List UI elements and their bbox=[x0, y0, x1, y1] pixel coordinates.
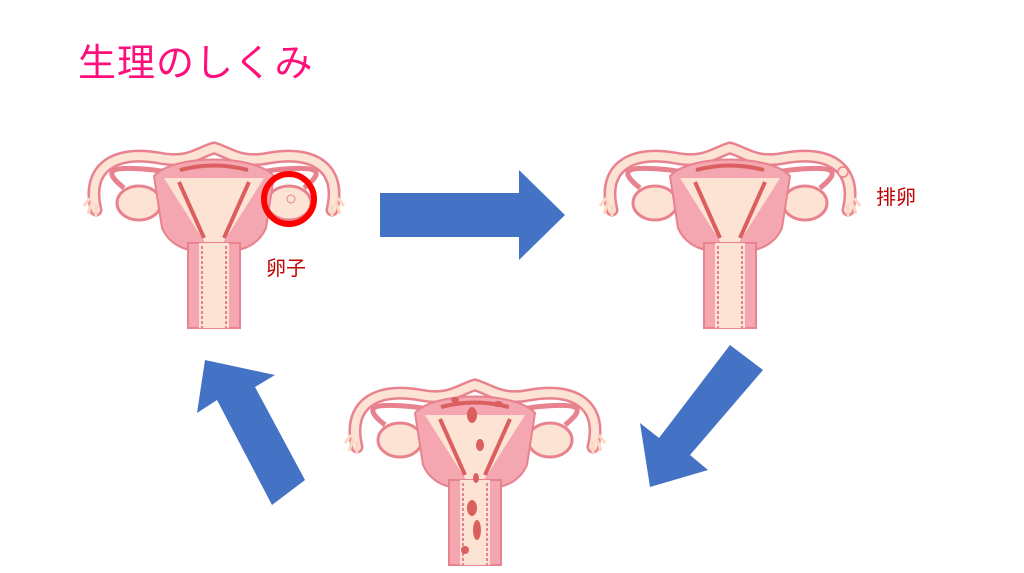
page-title: 生理のしくみ bbox=[78, 41, 314, 85]
egg-highlight-ring bbox=[261, 171, 317, 227]
egg-label: 卵子 bbox=[266, 256, 306, 280]
arrow-right bbox=[380, 170, 565, 260]
egg-icon bbox=[286, 194, 296, 204]
uterus-illustration-menstruation bbox=[345, 385, 605, 565]
uterus-illustration-egg bbox=[84, 148, 344, 328]
released-egg bbox=[837, 166, 849, 178]
ovulation-label: 排卵 bbox=[876, 185, 916, 209]
arrow-down-left bbox=[640, 345, 763, 487]
uterus-illustration-ovulation bbox=[600, 148, 860, 328]
arrow-up-left bbox=[197, 360, 305, 505]
menstrual-blood bbox=[451, 397, 503, 554]
